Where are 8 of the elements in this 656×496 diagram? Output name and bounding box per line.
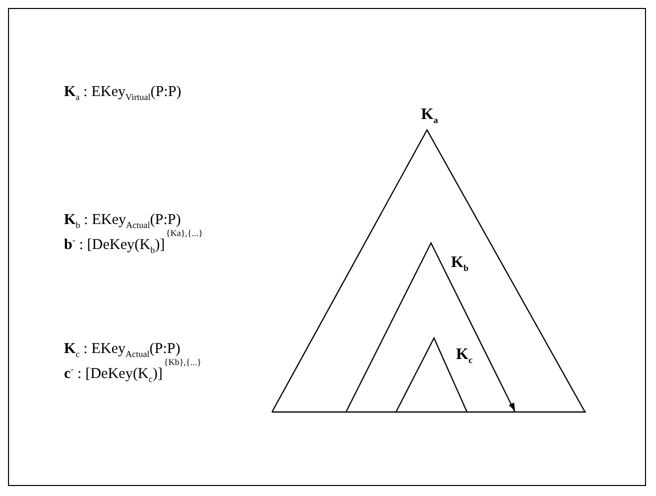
triangle-label: K$_{a}$ [421,106,438,128]
key-definition: c$^{-}$ : [DeKey(K$_{c}$)] [64,363,163,386]
key-definition: b$^{-}$ : [DeKey(K$_{b}$)] [64,234,165,257]
key-definition: K$_{a}$ : EKey$_{Virtual}$(P:P) [64,83,182,104]
triangle-label: K$_{c}$ [456,346,472,368]
superscript-note: {Kb},{...} [164,357,202,367]
triangle-label: K$_{b}$ [451,254,468,276]
superscript-note: {Ka},{...} [166,228,203,238]
